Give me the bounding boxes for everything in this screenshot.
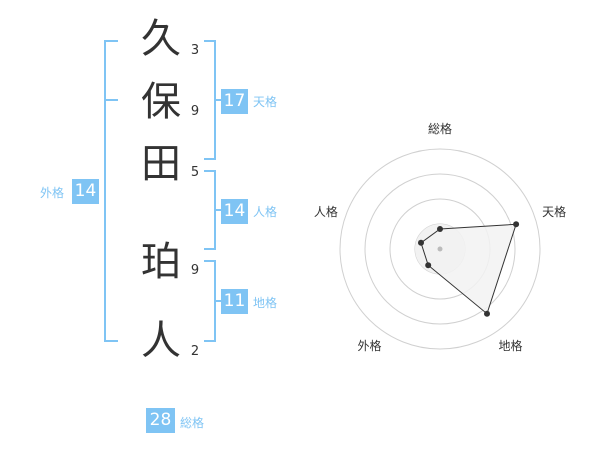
soukaku-value-badge: 28 bbox=[146, 408, 175, 433]
radar-point-3 bbox=[484, 310, 490, 317]
gaikaku-value-badge: 14 bbox=[72, 179, 99, 204]
jinkaku-bracket bbox=[204, 170, 216, 250]
tenkaku-value-badge: 17 bbox=[221, 89, 248, 114]
name-char-4: 珀 bbox=[141, 239, 181, 285]
chikaku-bracket bbox=[204, 260, 216, 342]
stroke-count-1: 3 bbox=[190, 43, 200, 58]
jinkaku-value-badge: 14 bbox=[221, 199, 248, 224]
chikaku-label: 地格 bbox=[253, 296, 278, 310]
radar-point-5 bbox=[418, 239, 424, 246]
radar-point-2 bbox=[513, 221, 520, 228]
radar-grid-ring bbox=[339, 148, 541, 350]
name-char-1: 久 bbox=[141, 16, 181, 62]
gaikaku-bracket-tick bbox=[104, 99, 118, 101]
chikaku-value-badge: 11 bbox=[221, 289, 248, 314]
gaikaku-bracket bbox=[104, 40, 118, 342]
name-char-2: 保 bbox=[141, 79, 181, 125]
name-char-5: 人 bbox=[141, 318, 181, 364]
stroke-count-3: 5 bbox=[190, 165, 200, 180]
radar-point-1 bbox=[437, 226, 443, 232]
radar-axis-label-5: 人格 bbox=[314, 204, 338, 219]
radar-grid-ring bbox=[364, 173, 516, 325]
radar-data-polygon bbox=[420, 223, 517, 315]
radar-axis-label-3: 地格 bbox=[498, 338, 522, 353]
radar-point-4 bbox=[425, 262, 432, 269]
tenkaku-label: 天格 bbox=[253, 95, 278, 109]
stroke-count-5: 2 bbox=[190, 344, 200, 359]
name-char-3: 田 bbox=[141, 141, 181, 187]
soukaku-label: 総格 bbox=[180, 416, 205, 430]
radar-axis-label-2: 天格 bbox=[542, 204, 566, 219]
radar-axis-label-4: 外格 bbox=[357, 338, 381, 353]
chikaku-bracket-tick bbox=[216, 300, 222, 302]
tenkaku-bracket bbox=[204, 40, 216, 160]
radar-center-dot bbox=[437, 246, 443, 252]
stroke-count-2: 9 bbox=[190, 104, 200, 119]
radar-axis-label-1: 総格 bbox=[428, 121, 452, 136]
stroke-count-4: 9 bbox=[190, 263, 200, 278]
jinkaku-bracket-tick bbox=[216, 209, 222, 211]
tenkaku-bracket-tick bbox=[216, 99, 222, 101]
gaikaku-label: 外格 bbox=[40, 186, 65, 200]
jinkaku-label: 人格 bbox=[253, 205, 278, 219]
